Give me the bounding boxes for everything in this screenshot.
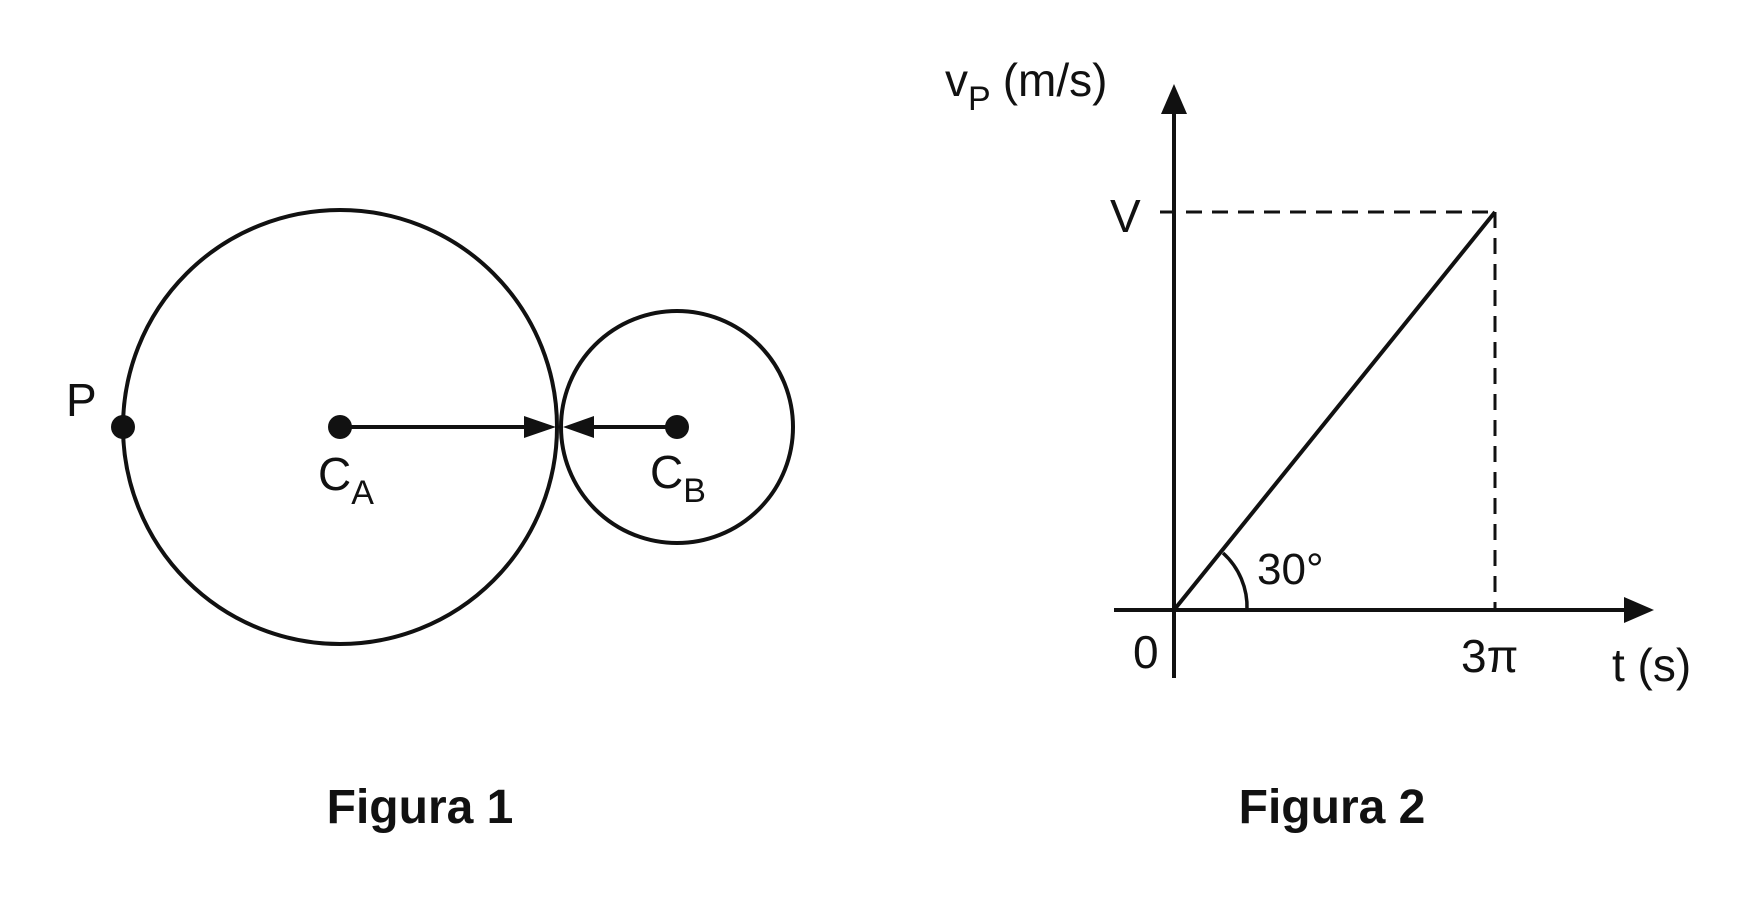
point-p-label: P — [66, 374, 97, 426]
y-axis-label-unit: (m/s) — [1003, 54, 1108, 106]
center-a-main: C — [318, 448, 351, 500]
figure-2-caption: Figura 2 — [1239, 781, 1426, 834]
radius-a-arrowhead — [524, 416, 556, 438]
y-axis-label-sub: P — [968, 80, 991, 118]
angle-arc — [1221, 551, 1249, 611]
center-b-label: CB — [650, 446, 706, 510]
circle-b — [559, 309, 795, 545]
y-tick-label-v: V — [1110, 190, 1141, 242]
center-b-main: C — [650, 446, 683, 498]
center-b-sub: B — [683, 472, 706, 510]
y-axis-label: vP (m/s) — [945, 54, 1107, 118]
y-axis-label-main: v — [945, 54, 968, 106]
figure-1: P CA CB Figura 1 — [66, 208, 795, 834]
figure-1-caption: Figura 1 — [327, 781, 514, 834]
center-a-label: CA — [318, 448, 374, 512]
radius-b-arrowhead — [563, 416, 594, 438]
x-axis-label: t (s) — [1612, 639, 1691, 691]
velocity-line — [1172, 210, 1497, 612]
y-axis-arrowhead — [1161, 84, 1187, 114]
angle-label: 30° — [1257, 545, 1324, 594]
point-p-dot — [111, 415, 135, 439]
x-axis-arrowhead — [1624, 597, 1654, 623]
figure-2: 30° vP (m/s) t (s) V 3π 0 Figura 2 — [945, 54, 1691, 834]
origin-label: 0 — [1133, 626, 1159, 678]
x-tick-label-3pi: 3π — [1461, 630, 1518, 682]
center-a-sub: A — [351, 474, 374, 512]
